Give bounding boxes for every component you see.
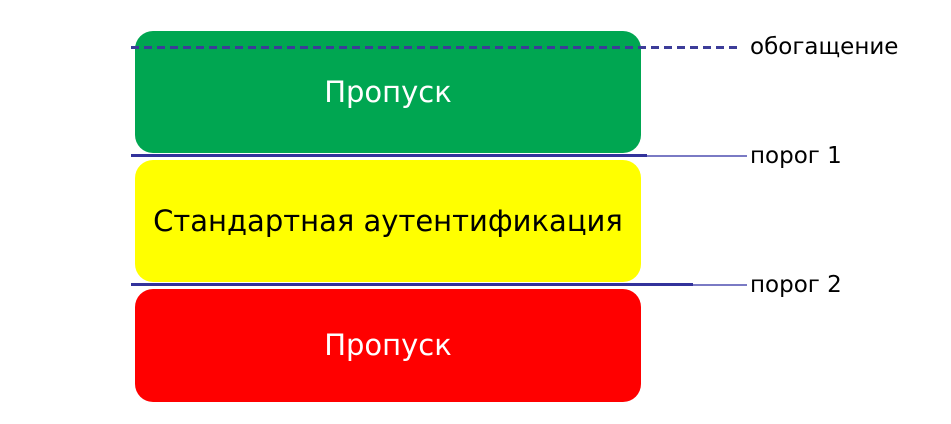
- threshold-1-label: порог 1: [750, 143, 842, 170]
- enrichment-dashed-line: [131, 46, 740, 49]
- band-standard-auth-label: Стандартная аутентификация: [153, 203, 623, 238]
- threshold-2-label: порог 2: [750, 272, 842, 299]
- threshold-1-line: [131, 154, 647, 157]
- band-standard-auth: Стандартная аутентификация: [135, 160, 641, 282]
- band-pass-bottom: Пропуск: [135, 289, 641, 402]
- band-pass-bottom-label: Пропуск: [324, 328, 452, 362]
- band-pass-top: Пропуск: [135, 31, 641, 153]
- threshold-2-line-tail: [693, 284, 747, 286]
- threshold-2-line: [131, 283, 693, 286]
- enrichment-label: обогащение: [750, 34, 899, 61]
- threshold-1-line-tail: [647, 155, 747, 157]
- band-pass-top-label: Пропуск: [324, 74, 452, 109]
